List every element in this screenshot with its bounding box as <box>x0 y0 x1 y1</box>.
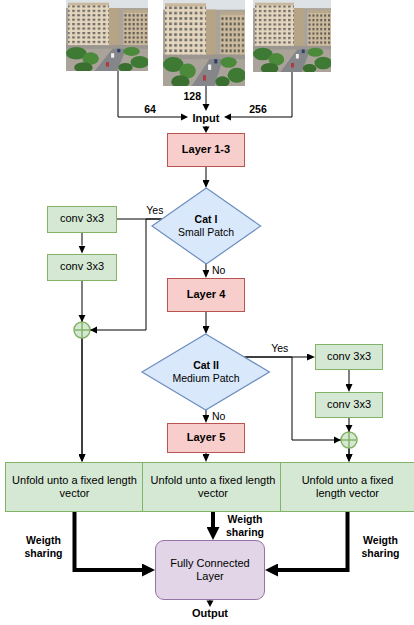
connector-arrow <box>205 410 206 415</box>
conv-box: conv 3x3 <box>47 254 117 281</box>
conv-box: conv 3x3 <box>315 392 383 418</box>
box-label: Unfold unto a fixed length vector <box>286 474 409 500</box>
branch-label: Yes <box>270 342 289 355</box>
layer-box: Layer 1-3 <box>167 133 245 167</box>
io-label: Output <box>192 607 228 620</box>
box-label: Medium Patch <box>172 372 239 385</box>
node-text-block: Layer 1-3 <box>182 143 230 156</box>
arrowhead <box>203 104 210 111</box>
city-photo <box>66 0 149 73</box>
connector-arrow <box>82 281 83 455</box>
weight-sharing-label: Weigth sharing <box>19 534 69 559</box>
box-label: Small Patch <box>178 226 234 239</box>
sum-symbol <box>74 315 97 338</box>
box-label: conv 3x3 <box>327 398 371 411</box>
scale-label: 256 <box>249 103 267 116</box>
branch-label: No <box>211 264 226 277</box>
box-label: Layer 4 <box>187 288 226 301</box>
connector-arrow <box>206 453 207 454</box>
diamond-shape <box>152 188 261 264</box>
diamond-shape <box>142 334 269 410</box>
scale-label: 64 <box>144 103 156 116</box>
layer-box: Layer 4 <box>167 278 245 312</box>
unfold-box: Unfold unto a fixed length vector <box>280 462 414 512</box>
box-label: Layer 1-3 <box>182 143 230 156</box>
node-text-block: conv 3x3 <box>60 260 104 273</box>
box-label: Unfold unto a fixed length vector <box>11 474 139 500</box>
input-wire <box>118 71 181 117</box>
node-text-block: Unfold unto a fixed length vector <box>11 474 139 500</box>
box-label: conv 3x3 <box>60 212 104 225</box>
node-text-block: Cat ISmall Patch <box>178 213 234 238</box>
scale-label: 128 <box>183 90 201 103</box>
io-label: Input <box>193 112 220 125</box>
connector-arrow <box>82 233 83 246</box>
weight-sharing-label: Weigth sharing <box>356 534 406 559</box>
node-text-block: conv 3x3 <box>327 350 371 363</box>
node-text-block: Cat IIMedium Patch <box>172 359 239 384</box>
box-label: conv 3x3 <box>327 350 371 363</box>
decision-diamond: Cat IIMedium Patch <box>142 334 269 410</box>
decision-heading: Cat II <box>172 359 239 372</box>
box-label: conv 3x3 <box>60 260 104 273</box>
decision-diamond: Cat ISmall Patch <box>152 188 261 264</box>
node-text-block: conv 3x3 <box>60 212 104 225</box>
node-text-block: Layer 5 <box>187 431 226 444</box>
shared-weight-arrow <box>211 512 215 527</box>
connector-arrow <box>206 167 207 180</box>
node-text-block: Unfold unto a fixed length vector <box>286 474 409 500</box>
layer-box: Layer 5 <box>167 423 245 453</box>
conv-box: conv 3x3 <box>315 344 383 370</box>
shared-weight-arrow <box>75 512 143 570</box>
connector-arrow <box>206 312 207 326</box>
box-label: Layer 5 <box>187 431 226 444</box>
conv-box: conv 3x3 <box>47 206 117 233</box>
input-wires <box>118 71 292 601</box>
branch-label: Yes <box>145 204 164 217</box>
city-photo <box>163 0 246 88</box>
city-photo <box>253 0 332 74</box>
node-text-block: Fully Connected Layer <box>164 557 256 583</box>
unfold-box: Unfold unto a fixed length vector <box>142 462 284 512</box>
branch-label: No <box>211 410 226 423</box>
arrowhead <box>181 114 188 121</box>
connector-arrow <box>205 264 206 270</box>
arrowhead <box>207 601 214 608</box>
box-label: Fully Connected Layer <box>164 557 256 583</box>
input-wire <box>206 86 207 104</box>
shared-weight-arrow <box>278 512 348 570</box>
fc-box: Fully Connected Layer <box>155 540 265 600</box>
connector-arrow <box>349 370 350 384</box>
decision-heading: Cat I <box>178 213 234 226</box>
node-text-block: Unfold unto a fixed length vector <box>148 474 278 500</box>
input-wire <box>231 72 292 117</box>
node-text-block: Layer 4 <box>187 288 226 301</box>
weight-sharing-label: Weigth sharing <box>220 513 270 538</box>
arrowhead <box>224 114 231 121</box>
unfold-box: Unfold unto a fixed length vector <box>5 462 145 512</box>
sum-symbol <box>334 425 357 448</box>
box-label: Unfold unto a fixed length vector <box>148 474 278 500</box>
node-text-block: conv 3x3 <box>327 398 371 411</box>
